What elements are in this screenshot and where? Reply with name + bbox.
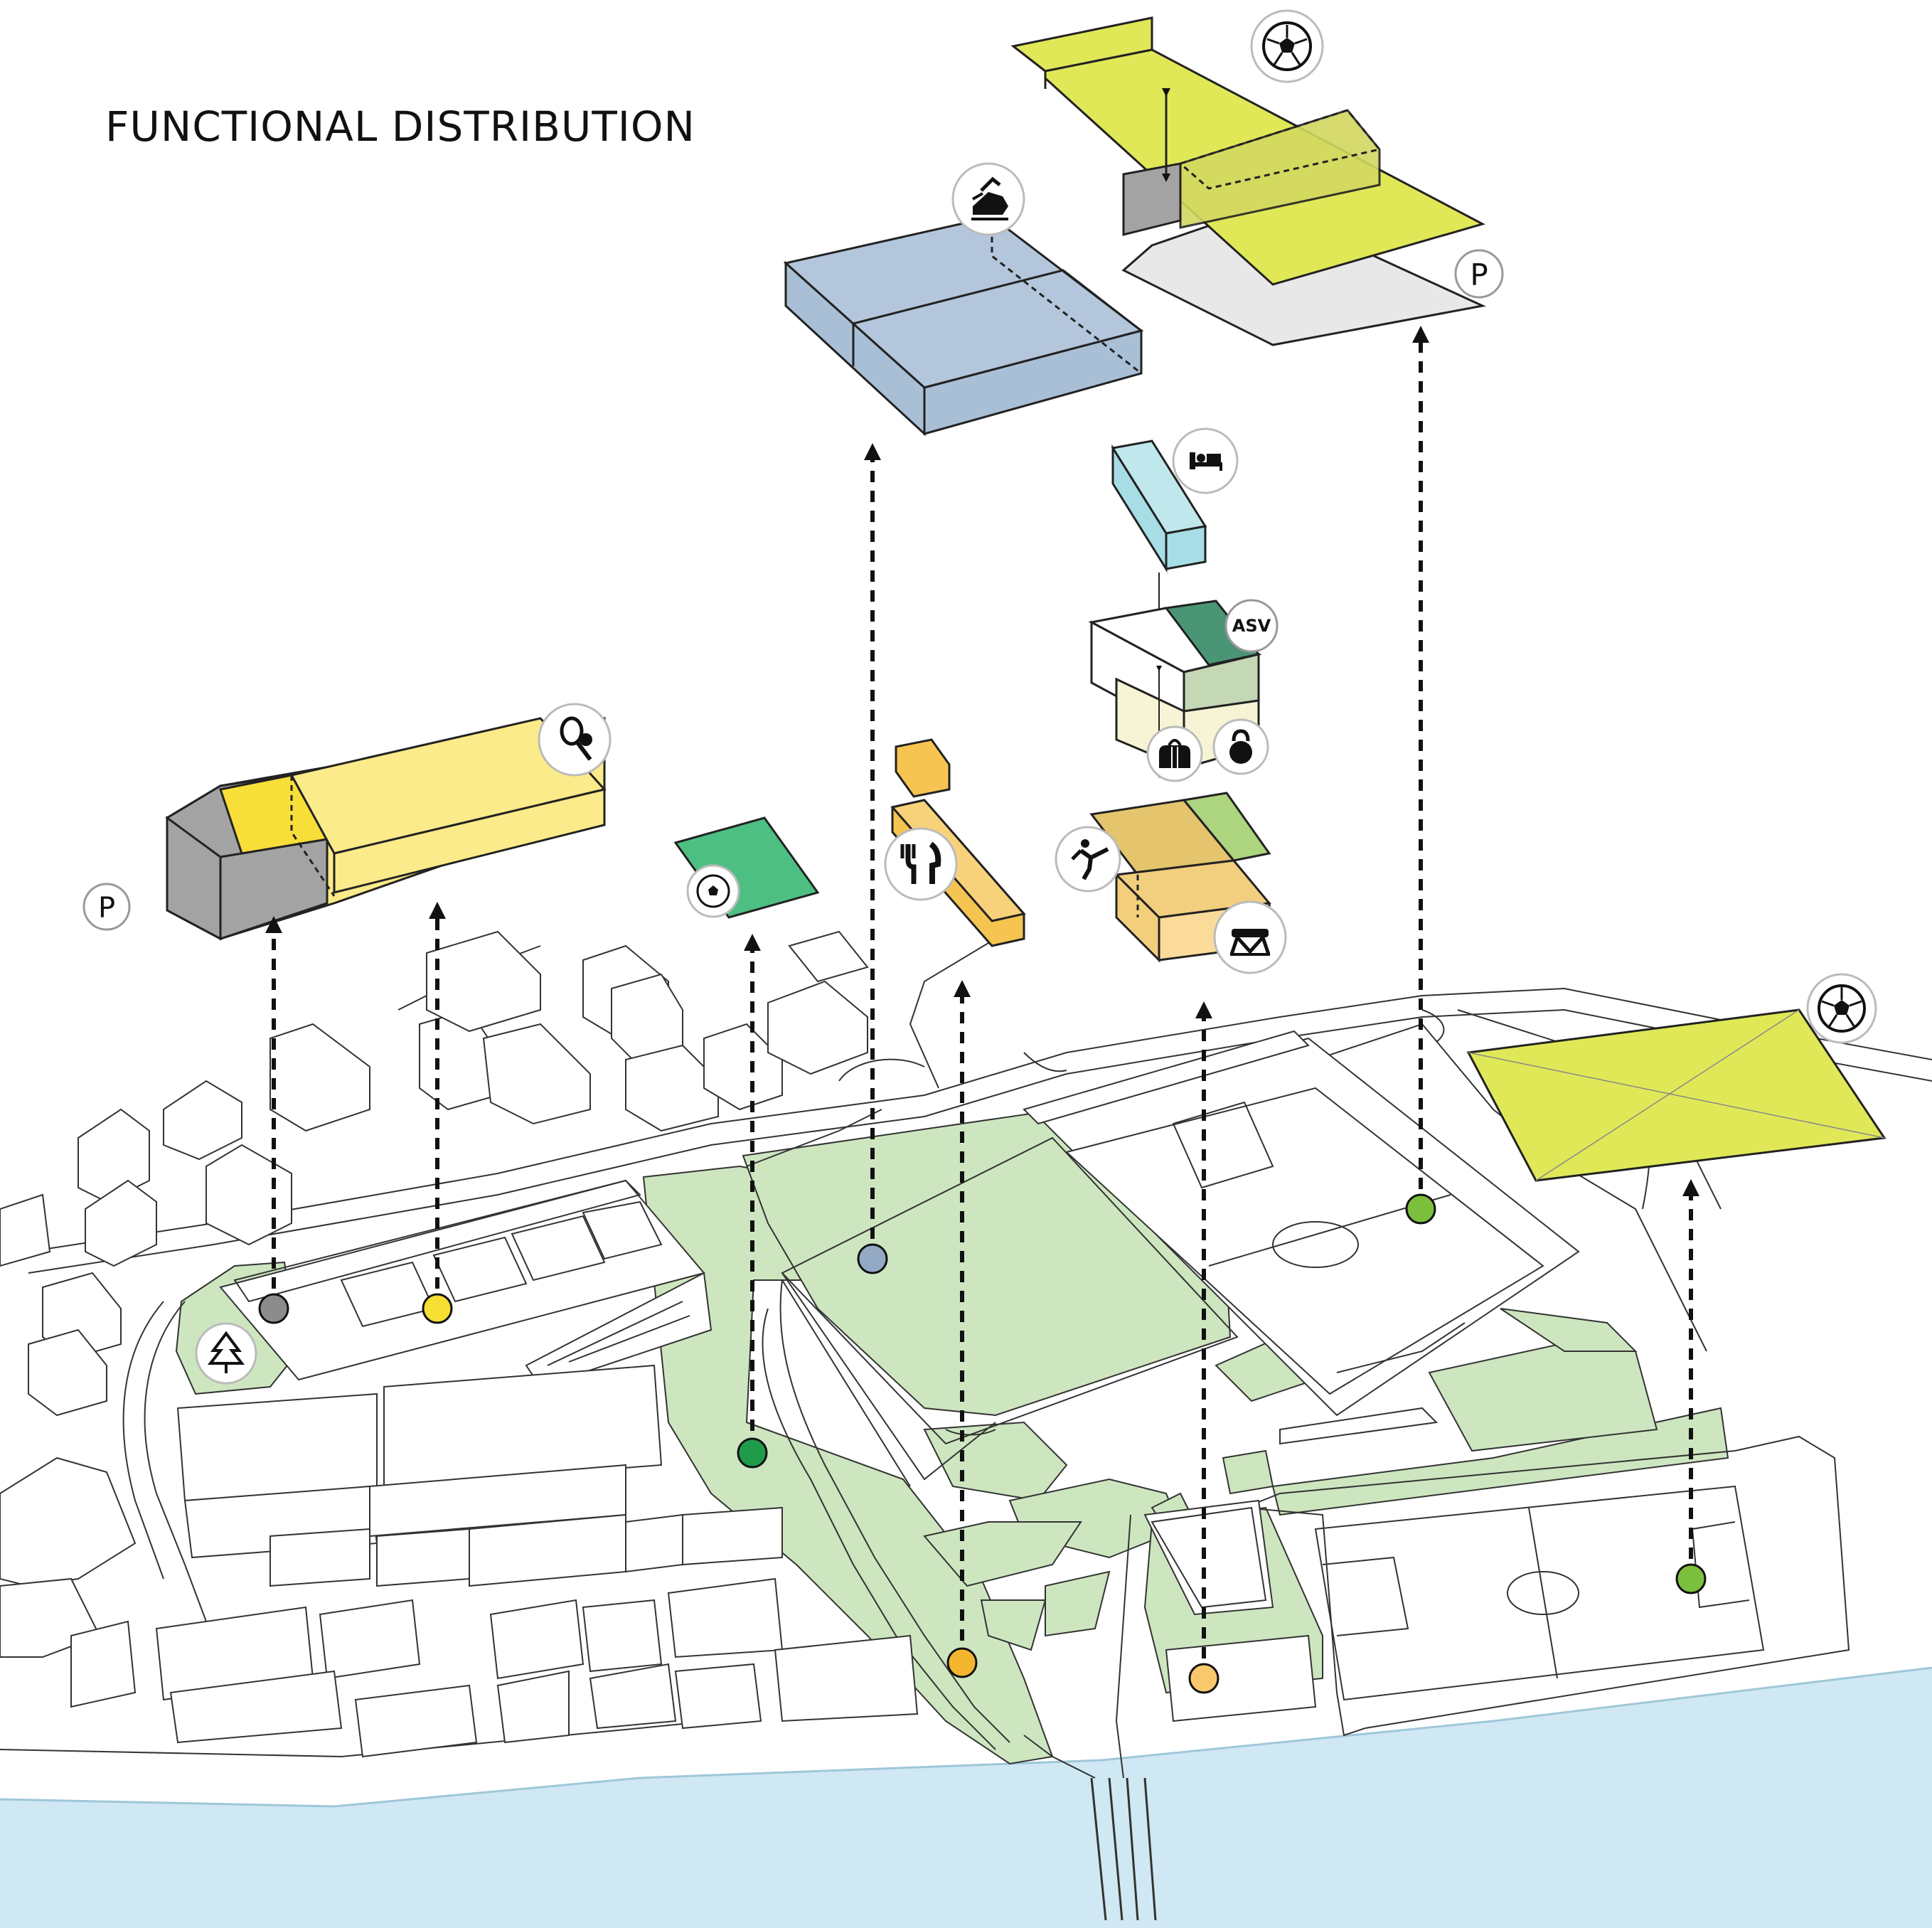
asv-badge: ASV <box>1224 599 1279 653</box>
martial-arts-icon <box>1055 826 1121 893</box>
football-icon-right <box>1806 973 1877 1044</box>
site-markers <box>258 1193 1707 1694</box>
gym-bag-icon <box>1146 725 1203 782</box>
marker-training[interactable] <box>1188 1663 1219 1694</box>
marker-parking[interactable] <box>258 1293 289 1324</box>
parking-icon: P <box>1454 249 1504 299</box>
page-title: FUNCTIONAL DISTRIBUTION <box>105 102 695 151</box>
marker-stadium[interactable] <box>1405 1193 1436 1225</box>
bed-icon <box>1172 427 1239 494</box>
tennis-courts-site <box>219 1179 713 1388</box>
pool-volume <box>783 215 1144 437</box>
football-icon <box>1250 9 1324 83</box>
kettlebell-icon <box>1212 718 1269 775</box>
gymnastics-vault-icon <box>1213 900 1287 974</box>
tennis-icon <box>538 703 612 777</box>
restaurant-icon <box>884 827 958 901</box>
marker-outdoor-football[interactable] <box>1675 1563 1707 1594</box>
tree-icon <box>195 1322 257 1385</box>
football-hall-volume <box>1010 16 1486 346</box>
sports-hall-site <box>781 1136 1239 1487</box>
marker-pitch[interactable] <box>737 1437 768 1469</box>
svg-text:P: P <box>98 892 115 925</box>
bouldering-icon <box>951 162 1025 236</box>
bridge <box>1090 1777 1157 1921</box>
stadium-site <box>1023 1030 1580 1445</box>
river <box>0 1668 1932 1928</box>
svg-text:P: P <box>1470 257 1488 292</box>
marker-restaurant[interactable] <box>946 1647 978 1678</box>
svg-text:ASV: ASV <box>1232 616 1271 636</box>
parking-icon-left: P <box>82 883 131 931</box>
fitness-asv-volume <box>1088 600 1262 778</box>
tennis-hall-volume <box>165 717 607 941</box>
connector-lines <box>265 326 1699 1678</box>
hotel-volume <box>1111 440 1207 643</box>
marker-pool[interactable] <box>857 1243 888 1274</box>
marker-tennis[interactable] <box>422 1293 453 1324</box>
football-icon-small <box>686 864 740 918</box>
surrounding-buildings <box>0 930 919 1758</box>
